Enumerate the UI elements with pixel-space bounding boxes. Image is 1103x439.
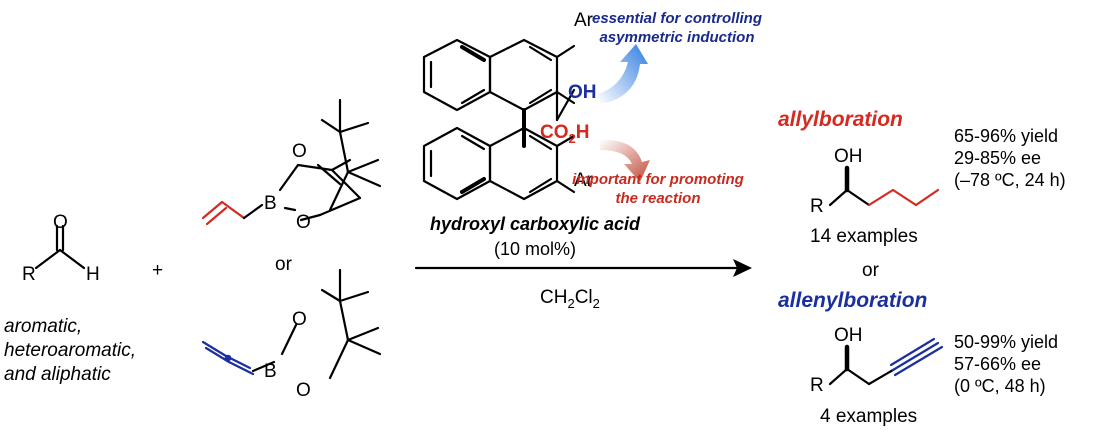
callout-arrow-hydroxyl xyxy=(598,44,648,104)
solvent-sub-2: 2 xyxy=(592,295,600,311)
allyl-boronate-oxygen-top: O xyxy=(292,141,307,162)
catalyst-name: hydroxyl carboxylic acid xyxy=(429,214,641,234)
solvent: CH2Cl2 xyxy=(540,287,600,311)
allyl-example-count: 14 examples xyxy=(810,226,918,247)
note-hydroxyl-line-1: essential for controlling xyxy=(591,10,763,27)
allyl-conditions: (–78 ºC, 24 h) xyxy=(954,170,1066,190)
allyl-boronate-boron: B xyxy=(264,193,277,214)
note-acid-line-2: the reaction xyxy=(615,190,701,207)
allenyl-example-count: 4 examples xyxy=(820,406,918,427)
allenyl-ee: 57-66% ee xyxy=(954,354,1042,374)
allyl-group xyxy=(201,200,264,226)
catalyst-aryl-top: Ar xyxy=(574,10,593,31)
note-hydroxyl-line-2: asymmetric induction xyxy=(599,29,755,46)
substrate-scope-line-3: and aliphatic xyxy=(4,364,111,385)
solvent-part-2: Cl xyxy=(574,287,593,308)
allyl-yield: 65-96% yield xyxy=(954,126,1059,146)
allyl-product-structure xyxy=(828,165,871,207)
allenyl-yield: 50-99% yield xyxy=(954,332,1059,352)
allenyl-product-chain xyxy=(867,337,944,386)
product-or: or xyxy=(862,260,879,281)
allyl-product-hydroxyl: OH xyxy=(834,146,863,167)
allenylboration-title: allenylboration xyxy=(778,289,928,312)
catalyst-carboxylic-acid-group: CO2H xyxy=(540,122,589,146)
solvent-sub-1: 2 xyxy=(567,295,575,311)
acid-subscript: 2 xyxy=(568,130,576,146)
substrate-scope-line-2: heteroaromatic, xyxy=(4,340,137,361)
note-acid-line-1: important for promoting xyxy=(572,171,744,188)
allyl-boronate-oxygen-bottom: O xyxy=(296,212,311,233)
substrate-scope-line-1: aromatic, xyxy=(4,316,83,337)
allenyl-conditions: (0 ºC, 48 h) xyxy=(954,376,1046,396)
allenyl-boronate-structure xyxy=(251,360,276,373)
allenyl-product-hydroxyl: OH xyxy=(834,325,863,346)
plus-sign: + xyxy=(152,260,164,281)
allyl-ee: 29-85% ee xyxy=(954,148,1042,168)
allenyl-product-structure xyxy=(828,344,871,386)
catalyst-aryl-bottom: Ar xyxy=(574,170,593,191)
aldehyde-r-group: R xyxy=(22,264,36,285)
catalyst-hydroxyl-group: OH xyxy=(568,82,597,103)
aldehyde-hydrogen: H xyxy=(86,264,100,285)
catalyst-loading: (10 mol%) xyxy=(493,239,577,259)
allenyl-product-r-group: R xyxy=(810,375,824,396)
reagent-or: or xyxy=(275,254,292,275)
allenyl-boronate-oxygen-bottom: O xyxy=(296,380,311,401)
solvent-part-1: CH xyxy=(540,287,568,308)
acid-main: CO xyxy=(540,122,569,143)
allyl-product-r-group: R xyxy=(810,196,824,217)
callout-arrow-acid xyxy=(600,139,650,182)
allyl-product-chain xyxy=(867,188,940,207)
reaction-arrowhead xyxy=(733,259,752,277)
aldehyde-oxygen: O xyxy=(53,212,68,233)
allylboration-title: allylboration xyxy=(778,108,903,131)
acid-tail: H xyxy=(575,122,590,143)
aldehyde-structure xyxy=(34,224,86,270)
allenyl-group xyxy=(201,340,255,376)
allenyl-boronate-oxygen-top: O xyxy=(292,309,307,330)
allenyl-boronate-boron: B xyxy=(264,361,277,382)
